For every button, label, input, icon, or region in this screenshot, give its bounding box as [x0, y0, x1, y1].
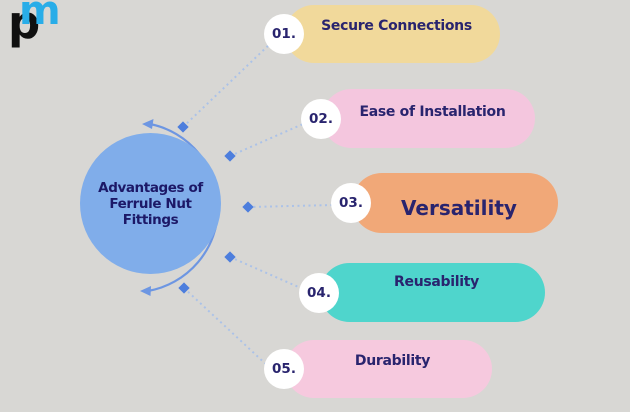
item-pill-secure-connections: 01. Secure Connections	[264, 5, 500, 63]
logo-letter-m: m	[19, 0, 61, 34]
item-label: Reusability	[394, 274, 479, 290]
central-topic: Advantages of Ferrule Nut Fittings	[80, 133, 221, 274]
arc-node-2	[224, 150, 236, 162]
item-number: 01.	[272, 26, 296, 42]
arc-node-3	[242, 201, 254, 213]
logo-letter-p: p	[8, 0, 41, 49]
item-number-badge: 01.	[264, 14, 304, 54]
item-number-badge: 04.	[299, 272, 339, 313]
dotted-leader-1	[182, 41, 273, 128]
item-number: 02.	[309, 110, 333, 127]
dotted-leader-5	[183, 287, 271, 369]
item-number-badge: 05.	[264, 349, 304, 389]
item-number-badge: 02.	[301, 98, 341, 139]
arc-arrow-bottom	[140, 286, 151, 296]
arc-node-4	[224, 251, 236, 263]
item-pill-versatility: 03. Versatility	[331, 173, 558, 233]
dotted-leader-3	[247, 204, 335, 208]
item-label: Ease of Installation	[359, 104, 506, 120]
central-title-line1: Advantages of	[98, 179, 203, 196]
item-number: 03.	[339, 195, 363, 211]
arc-node-5	[178, 282, 190, 294]
central-title-line2: Ferrule Nut Fittings	[109, 195, 192, 228]
brand-logo: p m	[8, 0, 64, 60]
item-number: 04.	[307, 284, 331, 301]
item-label: Durability	[354, 353, 431, 369]
item-pill-durability: 05. Durability	[264, 340, 492, 398]
arc-arrow-top	[142, 119, 154, 129]
dotted-leader-4	[229, 256, 304, 290]
item-label: Versatility	[401, 196, 517, 220]
item-label: Secure Connections	[321, 18, 472, 34]
item-number-badge: 03.	[331, 183, 371, 223]
dotted-leader-2	[229, 123, 304, 157]
central-topic-title: Advantages of Ferrule Nut Fittings	[80, 180, 221, 228]
item-pill-reusability: 04. Reusability	[299, 263, 545, 322]
item-number: 05.	[272, 361, 296, 377]
item-pill-ease-of-installation: 02. Ease of Installation	[301, 89, 535, 148]
